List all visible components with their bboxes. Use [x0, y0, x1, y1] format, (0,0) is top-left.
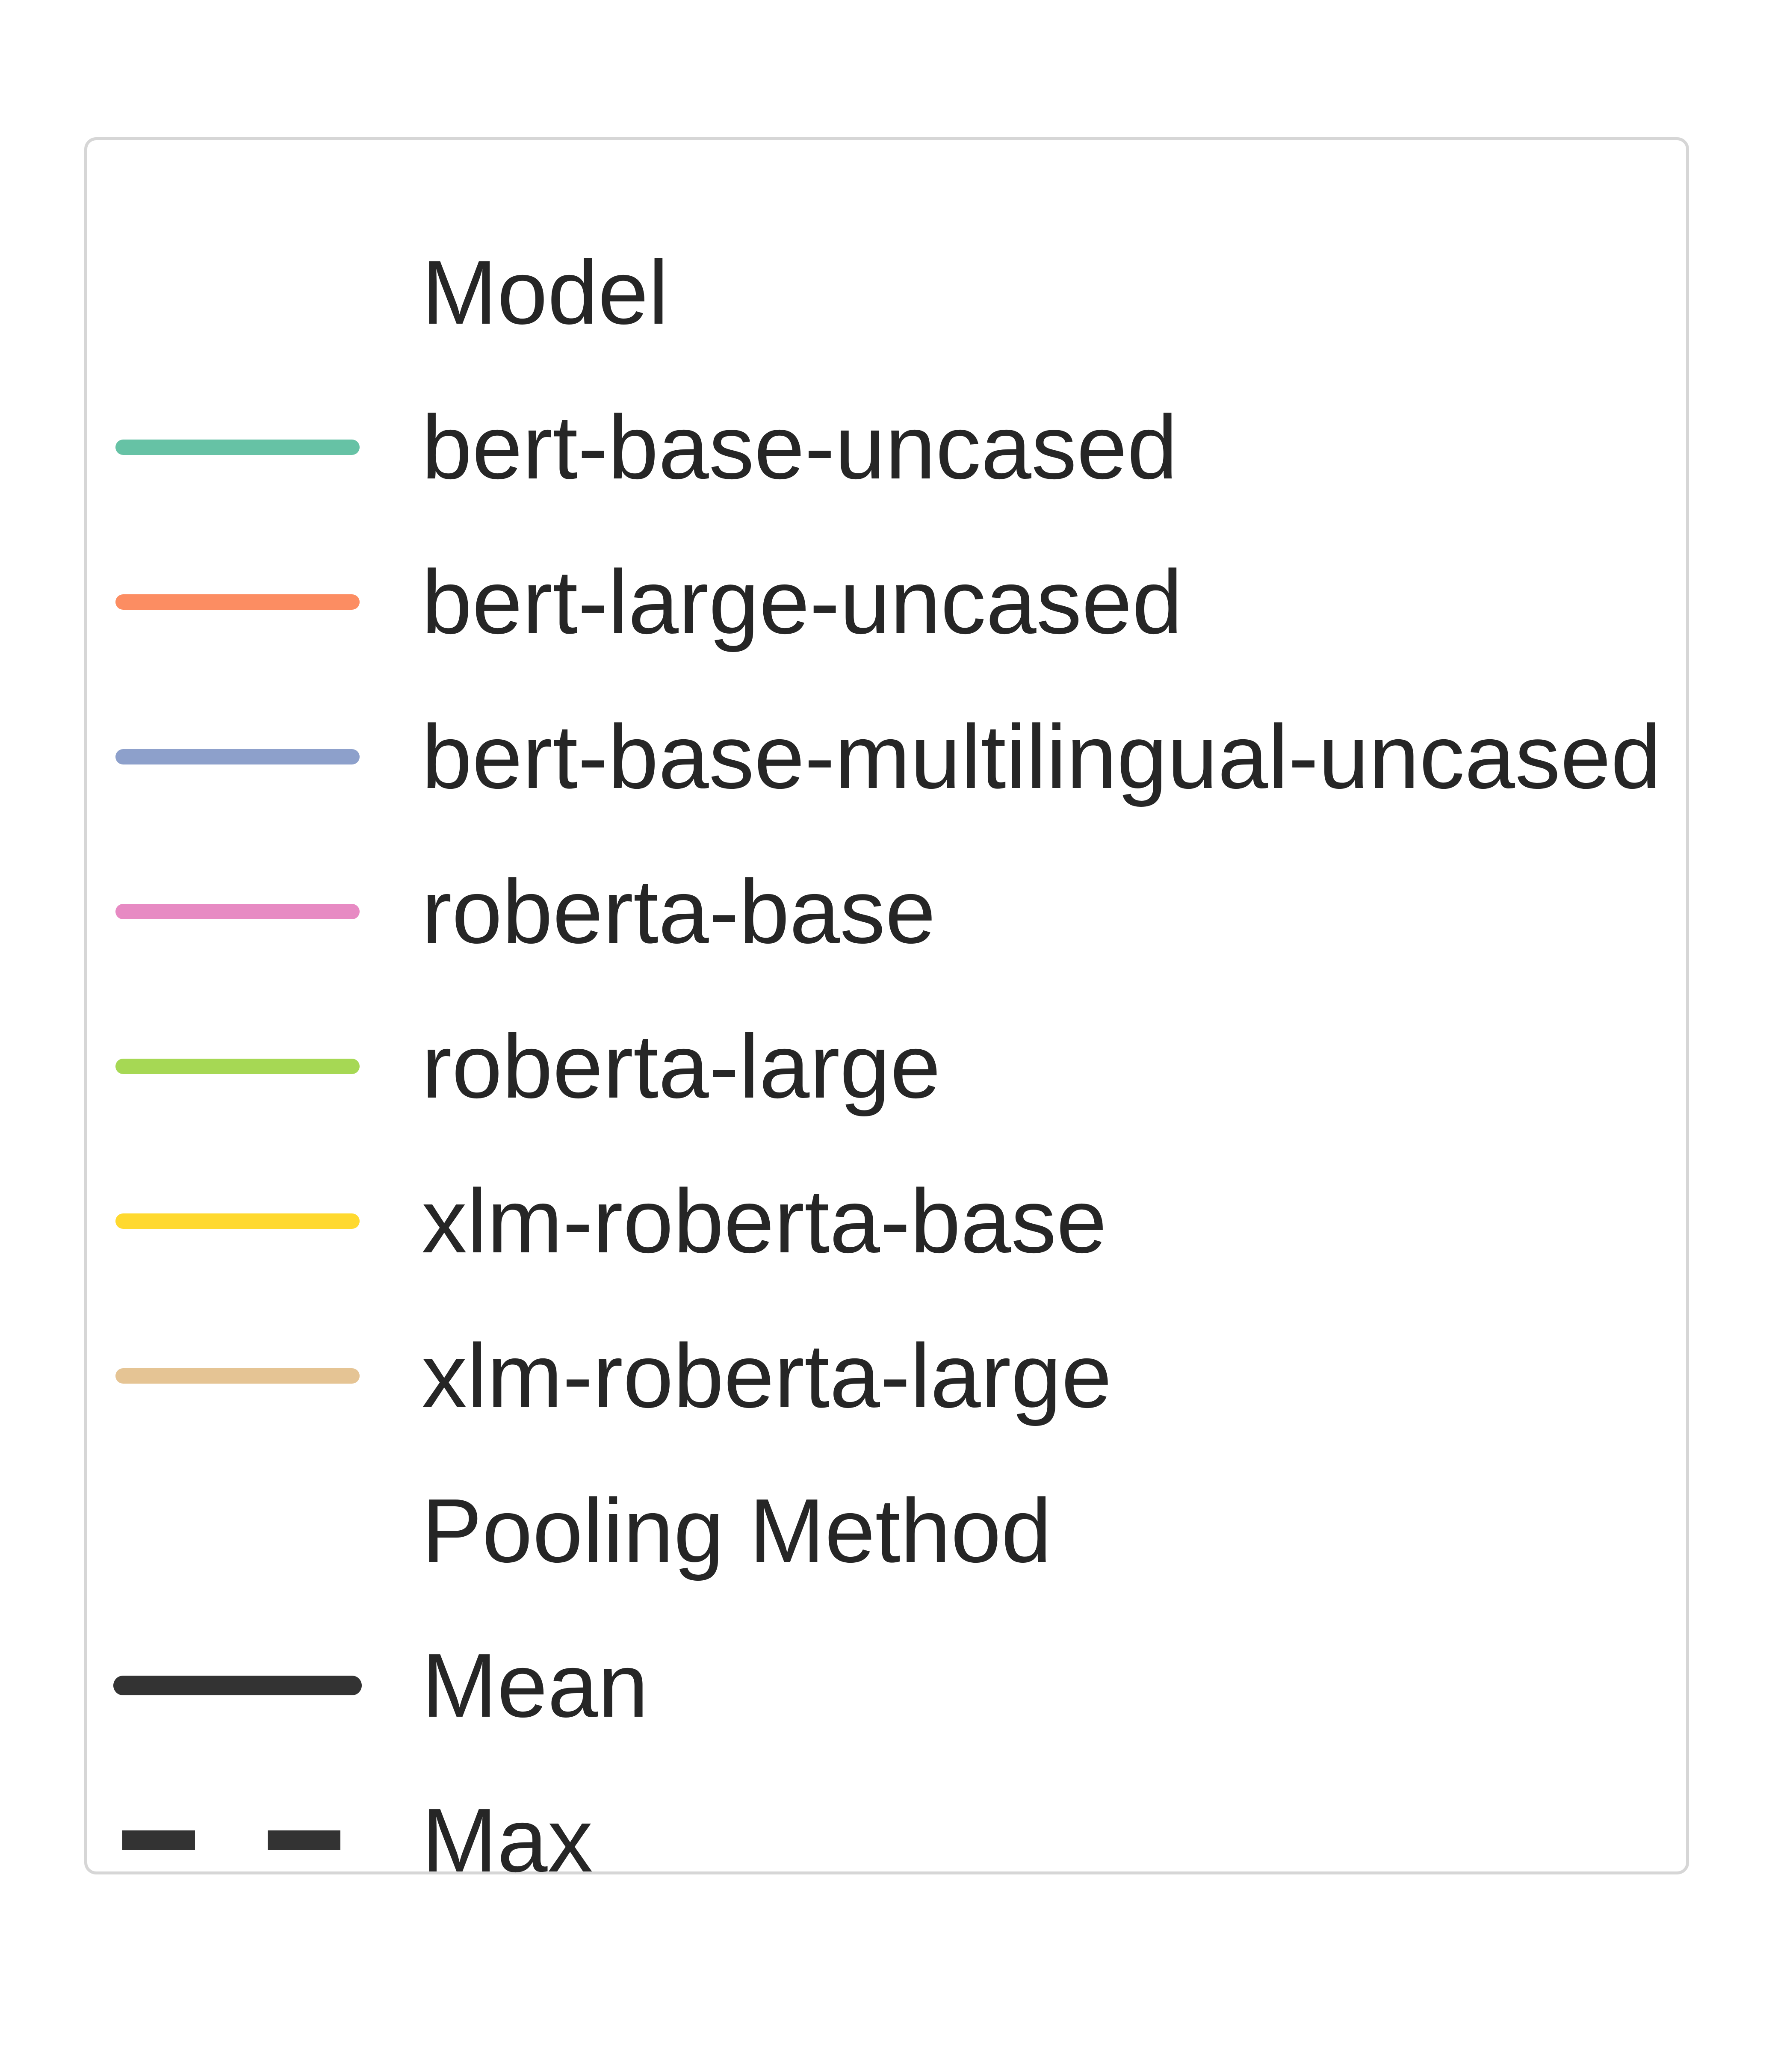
legend-entry-bert-base-uncased: bert-base-uncased	[87, 370, 1686, 525]
legend-entry-roberta-base: roberta-base	[87, 834, 1686, 989]
legend-section-title: Pooling Method	[422, 1480, 1052, 1581]
legend-line-svg	[115, 1213, 360, 1229]
legend-line-svg	[113, 1676, 362, 1695]
legend-line-swatch	[115, 834, 360, 989]
legend-entry-label: roberta-base	[422, 861, 936, 962]
legend-entry-label: bert-base-uncased	[422, 396, 1178, 498]
legend-line-swatch	[115, 1763, 360, 1918]
legend-line-svg	[115, 904, 360, 919]
legend-line-swatch	[115, 370, 360, 525]
legend-entry-label: Max	[422, 1789, 593, 1891]
legend-line-swatch	[115, 1299, 360, 1453]
legend-line-svg	[115, 1368, 360, 1384]
legend-title-model: Model	[87, 215, 1686, 370]
legend-line-swatch	[115, 989, 360, 1144]
legend-entry-label: bert-large-uncased	[422, 551, 1183, 652]
legend-entry-roberta-large: roberta-large	[87, 989, 1686, 1144]
legend-line-swatch	[115, 679, 360, 834]
legend-entry-label: bert-base-multilingual-uncased	[422, 706, 1661, 807]
legend-entry-max: Max	[87, 1763, 1686, 1918]
legend-line-svg	[115, 594, 360, 610]
legend-line-swatch	[115, 1144, 360, 1299]
legend-entry-xlm-roberta-large: xlm-roberta-large	[87, 1299, 1686, 1453]
legend-entry-bert-base-multilingual-uncased: bert-base-multilingual-uncased	[87, 679, 1686, 834]
legend-entry-xlm-roberta-base: xlm-roberta-base	[87, 1144, 1686, 1299]
legend-entry-label: xlm-roberta-large	[422, 1325, 1112, 1426]
legend-line-svg	[115, 749, 360, 764]
legend-entry-bert-large-uncased: bert-large-uncased	[87, 525, 1686, 679]
legend-line-swatch	[113, 1608, 362, 1763]
legend-entry-label: xlm-roberta-base	[422, 1170, 1107, 1272]
legend-entry-label: roberta-large	[422, 1015, 941, 1117]
legend: Model bert-base-uncased bert-large-uncas…	[84, 137, 1689, 1886]
legend-line-svg	[115, 440, 360, 455]
legend-entry-mean: Mean	[87, 1608, 1686, 1763]
legend-title-pooling-method: Pooling Method	[87, 1453, 1686, 1608]
legend-section-title: Model	[422, 242, 669, 343]
legend-entry-label: Mean	[422, 1635, 649, 1736]
legend-line-svg	[122, 1830, 352, 1850]
legend-line-svg	[115, 1059, 360, 1074]
legend-line-swatch	[115, 525, 360, 679]
